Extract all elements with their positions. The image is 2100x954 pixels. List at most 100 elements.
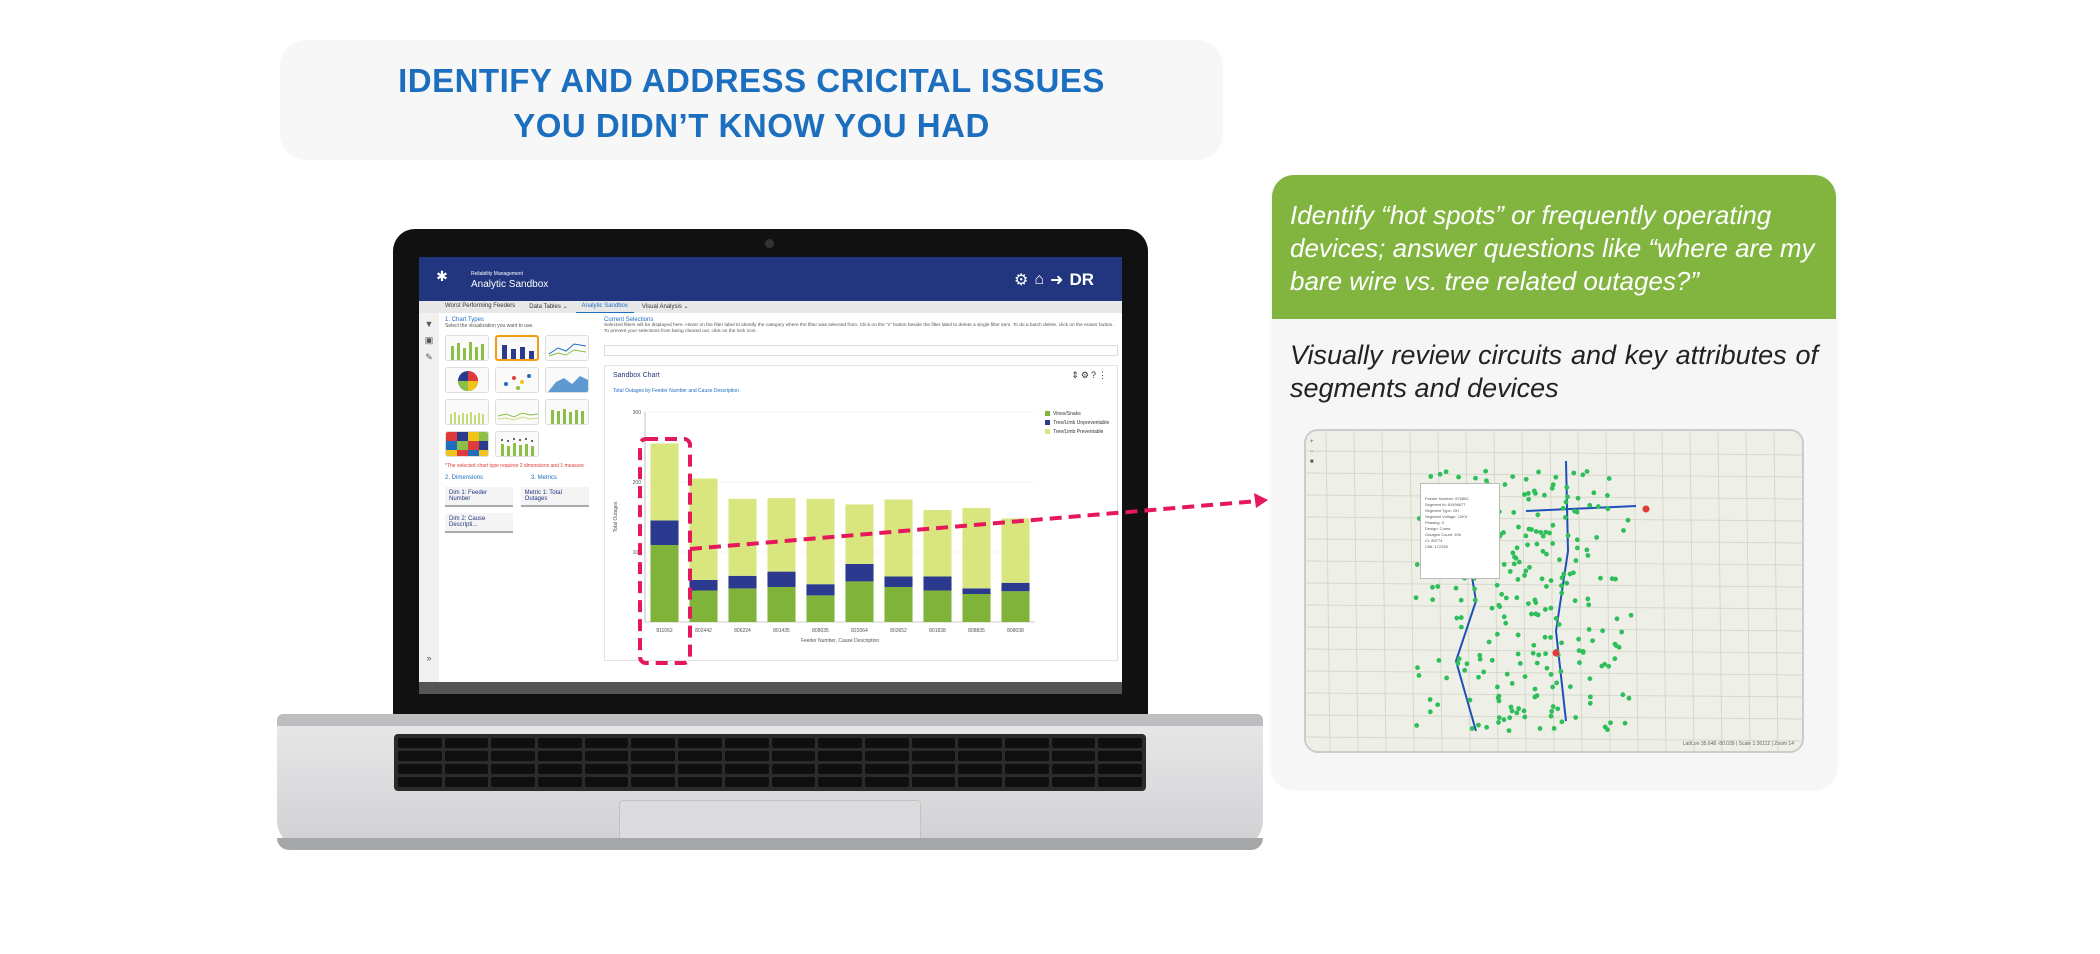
home-icon[interactable]: ⌂ — [1034, 271, 1045, 288]
device-marker — [1559, 590, 1565, 596]
device-marker — [1526, 496, 1532, 502]
device-marker — [1550, 541, 1556, 546]
tab-data-tables[interactable]: Data Tables ⌄ — [529, 304, 568, 310]
chart-type-area[interactable] — [545, 367, 589, 393]
device-marker — [1534, 660, 1540, 666]
device-marker — [1559, 719, 1565, 725]
bar-segment-2 — [767, 498, 796, 572]
device-marker — [1548, 578, 1554, 584]
tab-analytic-sandbox[interactable]: Analytic Sandbox — [575, 301, 634, 313]
tab-visual-analysis[interactable]: Visual Analysis ⌄ — [641, 304, 689, 310]
device-marker — [1626, 695, 1632, 701]
dimension-1-pill[interactable]: Dim 1: Feeder Number — [445, 487, 513, 507]
device-marker — [1534, 693, 1540, 699]
dimension-2-pill[interactable]: Dim 2: Cause Descripti... — [445, 513, 513, 533]
device-marker — [1430, 584, 1435, 590]
device-marker — [1572, 598, 1578, 604]
device-marker — [1550, 522, 1556, 528]
map-road — [1661, 431, 1667, 751]
zoom-in-icon[interactable]: + — [1310, 439, 1314, 445]
device-marker — [1416, 673, 1422, 678]
map-road — [1306, 560, 1802, 566]
device-marker — [1559, 640, 1564, 646]
bar-segment-0 — [728, 588, 757, 622]
map-road — [1773, 431, 1779, 751]
device-marker — [1548, 713, 1554, 719]
device-marker — [1625, 517, 1631, 523]
device-marker — [1564, 580, 1570, 586]
chart-type-box-plot[interactable] — [495, 431, 539, 457]
device-marker — [1530, 650, 1536, 656]
device-marker — [1476, 674, 1481, 680]
chart-type-stacked-bar[interactable] — [495, 335, 539, 361]
device-marker — [1563, 514, 1568, 520]
device-marker — [1590, 638, 1596, 644]
bar-segment-2 — [884, 499, 913, 577]
popup-line: Design: Const — [1425, 526, 1451, 531]
x-tick-label: 801838 — [929, 628, 946, 634]
chart-types-hint: Select the visualization you want to use… — [445, 323, 534, 329]
bar-segment-0 — [650, 545, 679, 622]
legend-item-3: Tree/Limb Preventable — [1045, 428, 1109, 437]
y-axis-label: Total Outages — [613, 501, 619, 532]
lock-icon[interactable]: ▣ — [424, 335, 434, 345]
device-marker — [1586, 626, 1592, 632]
chart-type-bar[interactable] — [445, 335, 489, 361]
chart-type-scatter[interactable] — [495, 367, 539, 393]
layers-icon[interactable]: ■ — [1310, 459, 1314, 465]
device-marker — [1454, 615, 1460, 621]
popup-line: Segment Id: 81996677 — [1425, 502, 1466, 507]
device-marker — [1529, 611, 1534, 617]
device-marker — [1455, 660, 1461, 666]
chart-type-line[interactable] — [545, 335, 589, 361]
device-marker — [1580, 472, 1586, 478]
sort-icon[interactable]: ⇕ — [1071, 370, 1081, 380]
key — [491, 738, 536, 748]
eraser-icon[interactable]: ✎ — [425, 352, 433, 362]
settings-icon[interactable]: ⚙ — [1080, 370, 1091, 380]
help-icon[interactable]: ? — [1090, 370, 1098, 380]
key — [631, 751, 676, 761]
gear-icon[interactable]: ⚙ — [1014, 272, 1029, 289]
key — [491, 751, 536, 761]
device-marker — [1533, 491, 1538, 496]
key — [678, 764, 722, 774]
device-marker — [1476, 722, 1481, 728]
device-marker — [1547, 530, 1552, 536]
device-marker — [1477, 656, 1483, 662]
device-marker — [1472, 586, 1477, 592]
chart-type-pie[interactable] — [445, 367, 489, 393]
key — [958, 751, 1002, 761]
device-marker — [1605, 506, 1611, 512]
device-marker — [1458, 615, 1464, 620]
device-marker — [1515, 651, 1521, 657]
device-marker — [1542, 607, 1548, 612]
device-marker — [1458, 624, 1464, 630]
expand-icon[interactable]: » — [426, 653, 432, 663]
more-icon[interactable]: ⋮ — [1098, 370, 1109, 380]
device-marker — [1571, 470, 1577, 476]
filter-icon[interactable]: ▼ — [424, 319, 434, 329]
tab-worst-performing-feeders[interactable]: Worst Performing Feeders — [445, 303, 516, 309]
device-marker — [1494, 582, 1500, 588]
key — [818, 764, 862, 774]
chart-type-heatmap[interactable] — [445, 431, 489, 457]
key — [631, 764, 676, 774]
chart-type-column-group[interactable] — [545, 399, 589, 425]
bar-segment-0 — [806, 595, 835, 622]
chart-type-multi-line[interactable] — [495, 399, 539, 425]
device-marker — [1544, 665, 1550, 671]
device-marker — [1523, 533, 1529, 539]
bar-segment-1 — [806, 584, 835, 596]
device-marker — [1548, 605, 1554, 611]
map-road — [1325, 431, 1331, 751]
zoom-out-icon[interactable]: − — [1310, 449, 1314, 455]
metric-1-pill[interactable]: Metric 1: Total Outages — [520, 487, 589, 507]
device-marker — [1531, 642, 1537, 648]
key — [584, 738, 629, 748]
chart-type-multi-bar[interactable] — [445, 399, 489, 425]
selections-field[interactable] — [604, 345, 1118, 356]
key — [538, 764, 582, 774]
logout-icon[interactable]: ➜ — [1050, 272, 1064, 289]
